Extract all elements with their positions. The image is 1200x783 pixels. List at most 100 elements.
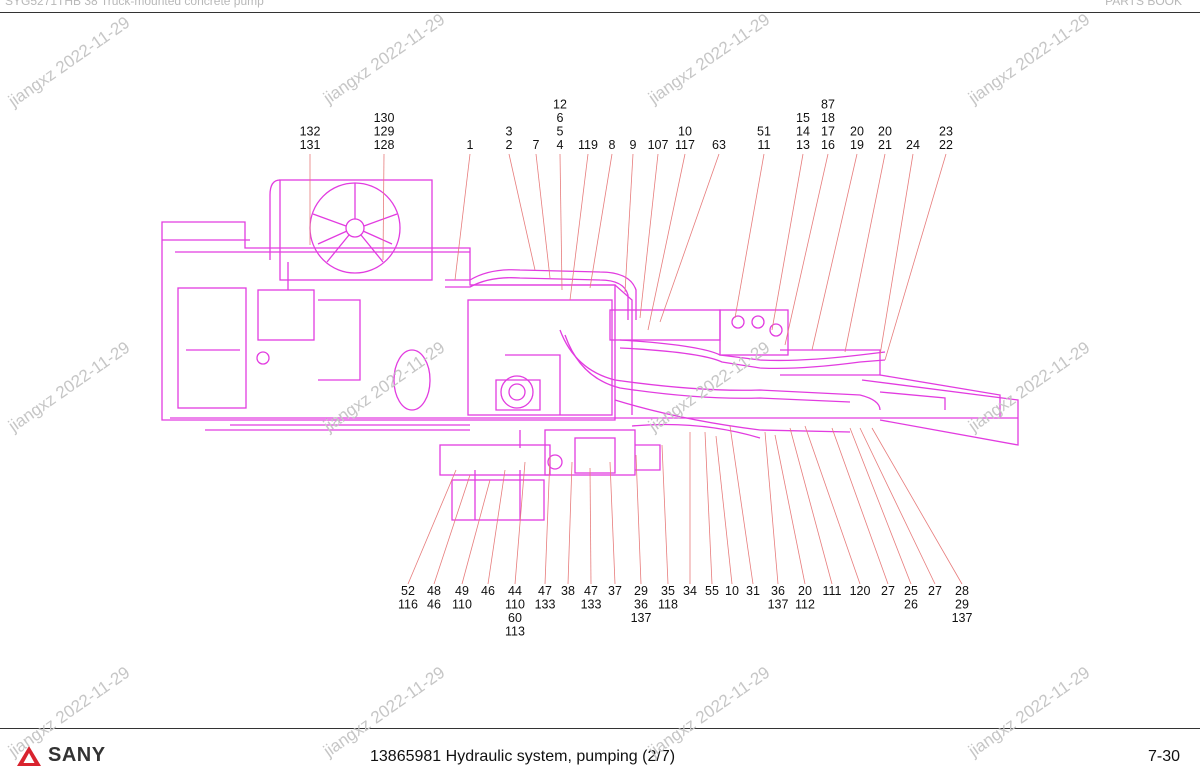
callout-number: 46 bbox=[427, 598, 441, 612]
leader-line bbox=[774, 434, 806, 585]
callout-number: 34 bbox=[683, 584, 697, 598]
callout-number: 132 bbox=[300, 125, 321, 139]
leader-line bbox=[569, 153, 589, 301]
callout-number: 27 bbox=[881, 584, 895, 598]
header-rule bbox=[0, 12, 1200, 13]
callout-number: 130 bbox=[374, 111, 395, 125]
callout-number: 116 bbox=[398, 598, 418, 612]
callout-number: 47 bbox=[584, 584, 598, 598]
leader-line bbox=[454, 153, 471, 281]
footer-rule bbox=[0, 728, 1200, 729]
callout-number: 117 bbox=[675, 138, 695, 152]
header-book-name: PARTS BOOK bbox=[1105, 0, 1182, 8]
callout-number: 60 bbox=[508, 611, 522, 625]
callout-number: 24 bbox=[906, 138, 920, 152]
leader-line bbox=[734, 153, 765, 319]
callout-number: 48 bbox=[427, 584, 441, 598]
callout-number: 37 bbox=[608, 584, 622, 598]
leader-line bbox=[508, 153, 536, 271]
leader-line bbox=[659, 153, 720, 323]
leader-line bbox=[704, 431, 713, 585]
callout-number: 11 bbox=[758, 138, 771, 152]
callout-number: 38 bbox=[561, 584, 575, 598]
callout-number: 112 bbox=[795, 598, 815, 612]
leader-line bbox=[804, 425, 861, 585]
callout-number: 20 bbox=[878, 125, 892, 139]
leader-line bbox=[871, 427, 963, 585]
callout-number: 137 bbox=[631, 611, 652, 625]
leader-line bbox=[789, 427, 833, 585]
callout-number: 13 bbox=[796, 138, 810, 152]
callout-number: 31 bbox=[746, 584, 760, 598]
leader-line bbox=[559, 153, 563, 291]
leader-line bbox=[514, 461, 526, 585]
leader-line bbox=[461, 479, 491, 585]
callout-number: 133 bbox=[535, 598, 556, 612]
callout-number: 16 bbox=[821, 138, 835, 152]
leader-line bbox=[609, 461, 616, 585]
callout-number: 55 bbox=[705, 584, 719, 598]
callout-number: 23 bbox=[939, 125, 953, 139]
callout-number: 4 bbox=[557, 138, 564, 152]
leader-line bbox=[849, 427, 912, 585]
leader-line bbox=[544, 455, 551, 585]
leader-line bbox=[487, 469, 506, 585]
callout-number: 20 bbox=[798, 584, 812, 598]
callout-number: 51 bbox=[757, 125, 771, 139]
callout-number: 9 bbox=[630, 138, 637, 152]
callout-number: 52 bbox=[401, 584, 415, 598]
leader-line bbox=[647, 153, 686, 331]
callout-number: 5 bbox=[557, 125, 564, 139]
callout-number: 111 bbox=[822, 584, 841, 598]
leader-line bbox=[831, 427, 889, 585]
callout-number: 36 bbox=[771, 584, 785, 598]
callout-number: 25 bbox=[904, 584, 918, 598]
callout-number: 110 bbox=[505, 598, 525, 612]
callout-number: 6 bbox=[557, 111, 564, 125]
sany-triangle-icon bbox=[17, 745, 41, 766]
callout-number: 10 bbox=[678, 125, 692, 139]
callout-number: 129 bbox=[374, 125, 395, 139]
callout-number: 29 bbox=[634, 584, 648, 598]
leader-line bbox=[764, 431, 779, 585]
callout-number: 12 bbox=[553, 98, 567, 112]
leader-line bbox=[715, 435, 733, 585]
callout-number: 8 bbox=[609, 138, 616, 152]
callout-number: 2 bbox=[506, 138, 513, 152]
callout-number: 119 bbox=[578, 138, 598, 152]
callout-number: 120 bbox=[850, 584, 871, 598]
sany-logo: SANY bbox=[16, 744, 106, 767]
callout-number: 137 bbox=[768, 598, 789, 612]
leader-line bbox=[811, 153, 858, 351]
callout-number: 113 bbox=[505, 625, 525, 639]
leader-line bbox=[844, 153, 886, 353]
leader-line bbox=[771, 153, 804, 331]
callout-number: 22 bbox=[939, 138, 953, 152]
callout-number: 35 bbox=[661, 584, 675, 598]
callout-number: 1 bbox=[467, 138, 474, 152]
callout-number: 21 bbox=[878, 138, 892, 152]
callout-number: 3 bbox=[506, 125, 513, 139]
brand-name: SANY bbox=[48, 744, 106, 766]
callout-number: 26 bbox=[904, 598, 918, 612]
leader-line bbox=[879, 153, 914, 356]
leader-line bbox=[407, 469, 457, 585]
leader-line bbox=[567, 461, 573, 585]
callout-number: 63 bbox=[712, 138, 726, 152]
leader-line bbox=[589, 467, 592, 585]
callout-number: 17 bbox=[821, 125, 835, 139]
leader-line bbox=[535, 153, 551, 279]
callout-number: 29 bbox=[955, 598, 969, 612]
page-number: 7-30 bbox=[1147, 748, 1180, 765]
leader-line bbox=[382, 153, 385, 261]
callout-number: 133 bbox=[581, 598, 602, 612]
drawing-title: 13865981 Hydraulic system, pumping (2/7) bbox=[370, 748, 676, 765]
header-product-name: SYG5271THB 38 Truck-mounted concrete pum… bbox=[5, 0, 264, 8]
callout-number: 20 bbox=[850, 125, 864, 139]
callout-number: 118 bbox=[658, 598, 678, 612]
callout-number: 19 bbox=[850, 138, 864, 152]
leader-line bbox=[884, 153, 947, 361]
